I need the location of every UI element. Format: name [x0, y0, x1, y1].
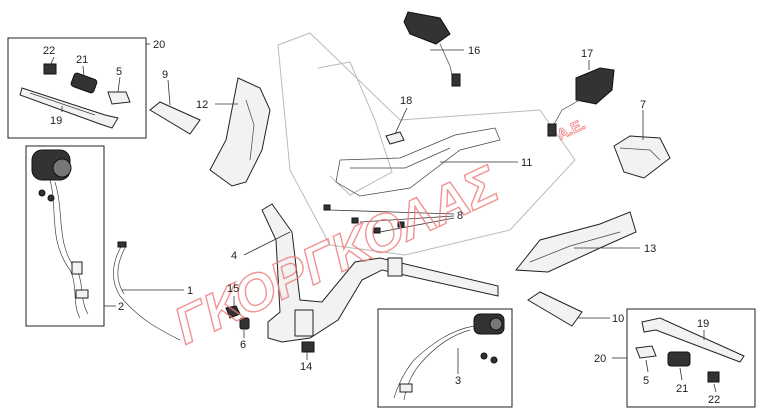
watermark-brand: ΓΚΟΡΓΚΟΛΑΣ	[166, 155, 509, 356]
callout-5-left: 5	[116, 66, 122, 78]
clip-right	[707, 371, 720, 383]
switch-box-left	[25, 145, 105, 327]
callout-18: 18	[400, 95, 412, 107]
leader-lines	[49, 49, 717, 393]
front-cover-right	[515, 211, 637, 273]
callout-2: 2	[118, 301, 124, 313]
callout-3: 3	[455, 375, 461, 387]
callout-8: 8	[457, 210, 463, 222]
speedo-bracket	[335, 127, 501, 197]
holder-bracket	[613, 135, 671, 179]
grip-left	[149, 101, 201, 135]
handlebar	[261, 203, 499, 343]
callout-6: 6	[240, 339, 246, 351]
clip-left	[43, 63, 57, 75]
callout-20-right: 20	[594, 353, 606, 365]
mirror-left	[403, 11, 461, 87]
mirror-right	[547, 67, 615, 137]
callout-13: 13	[644, 243, 656, 255]
grip-right	[527, 291, 583, 327]
callout-19-right: 19	[697, 318, 709, 330]
washer-right	[635, 345, 657, 359]
callout-12: 12	[196, 99, 208, 111]
front-cover-left	[209, 77, 271, 187]
bar-end-bolt-right	[641, 317, 745, 363]
nut	[225, 305, 241, 319]
callout-21-left: 21	[76, 54, 88, 66]
callout-11: 11	[521, 157, 532, 169]
callout-16: 16	[468, 45, 480, 57]
callout-7: 7	[640, 99, 646, 111]
frame-outline	[277, 32, 576, 256]
washer-left	[107, 91, 131, 105]
kit-box-left	[7, 37, 150, 139]
callout-1: 1	[187, 285, 193, 297]
handlebar-switch-right	[393, 313, 505, 401]
callout-9: 9	[162, 69, 168, 81]
callout-21-right: 21	[676, 383, 688, 395]
callout-4: 4	[231, 250, 237, 262]
weight-left	[70, 72, 98, 94]
callout-20-left: 20	[153, 39, 165, 51]
handlebar-switch-left	[31, 149, 89, 319]
switch-box-right	[377, 308, 513, 408]
cable-clips	[323, 204, 405, 234]
bolt-stem	[301, 341, 315, 353]
callout-15: 15	[227, 283, 239, 295]
callout-22-right: 22	[708, 394, 720, 406]
callout-19-left: 19	[50, 115, 62, 127]
callout-14: 14	[300, 361, 312, 373]
weight-right	[667, 351, 691, 367]
callout-10: 10	[612, 313, 624, 325]
callout-22-left: 22	[43, 45, 55, 57]
callout-numbers: 22 21 5 19 20 9 12 16 17 7 18 11 8 4 13 …	[43, 39, 720, 406]
collar	[239, 317, 250, 330]
throttle-cable	[113, 241, 181, 341]
callout-5-right: 5	[643, 375, 649, 387]
bar-end-bolt-left	[19, 87, 119, 129]
watermark-suffix: A.E.	[555, 116, 589, 144]
callout-17: 17	[581, 48, 593, 60]
